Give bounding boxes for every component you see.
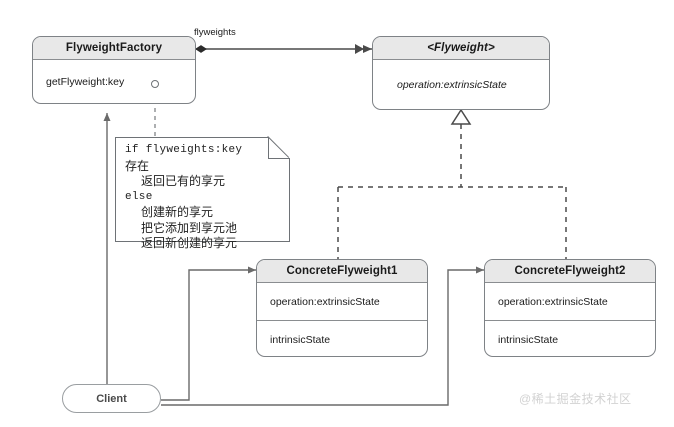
edge-client-concrete1 (161, 266, 256, 401)
note-line-1: if flyweights:key (125, 144, 243, 156)
edge-label-flyweights: flyweights (194, 27, 236, 38)
edge-realization-tree (337, 108, 567, 259)
class-operation-concrete-flyweight-2: operation:extrinsicState (498, 295, 608, 308)
note-line-6: 把它添加到享元池 (141, 220, 238, 235)
class-box-flyweight[interactable]: <Flyweight> operation:extrinsicState (372, 36, 550, 110)
class-title-concrete-flyweight-2: ConcreteFlyweight2 (485, 260, 655, 283)
edge-factory-flyweight (195, 44, 372, 54)
note-line-2: 存在 (125, 158, 150, 173)
class-box-concrete-flyweight-2[interactable]: ConcreteFlyweight2 operation:extrinsicSt… (484, 259, 656, 357)
note-line-7: 返回新创建的享元 (141, 236, 238, 250)
class-operation-concrete-flyweight-1: operation:extrinsicState (270, 295, 380, 308)
class-box-flyweight-factory[interactable]: FlyweightFactory getFlyweight:key (32, 36, 196, 104)
class-operation-flyweight: operation:extrinsicState (397, 79, 507, 91)
provided-interface-lollipop-icon (151, 80, 159, 88)
class-state-concrete-flyweight-2: intrinsicState (485, 320, 655, 356)
note-line-4: else (125, 190, 153, 203)
class-operation-get-flyweight: getFlyweight:key (46, 76, 125, 88)
class-title-client: Client (96, 392, 127, 405)
note-line-5: 创建新的享元 (141, 205, 214, 219)
class-state-concrete-flyweight-1: intrinsicState (257, 320, 427, 356)
class-box-concrete-flyweight-1[interactable]: ConcreteFlyweight1 operation:extrinsicSt… (256, 259, 428, 357)
class-title-flyweight-factory: FlyweightFactory (33, 37, 195, 60)
class-title-concrete-flyweight-1: ConcreteFlyweight1 (257, 260, 427, 283)
note-line-3: 返回已有的享元 (141, 174, 226, 188)
note-fold-corner-icon (268, 137, 290, 159)
note-box-pseudocode[interactable]: if flyweights:key 存在 返回已有的享元 else 创建新的享元… (115, 136, 291, 250)
class-title-flyweight: <Flyweight> (373, 37, 549, 60)
class-box-client[interactable]: Client (62, 384, 161, 413)
watermark-text: @稀土掘金技术社区 (519, 392, 632, 406)
note-text-block: if flyweights:key 存在 返回已有的享元 else 创建新的享元… (125, 143, 283, 252)
